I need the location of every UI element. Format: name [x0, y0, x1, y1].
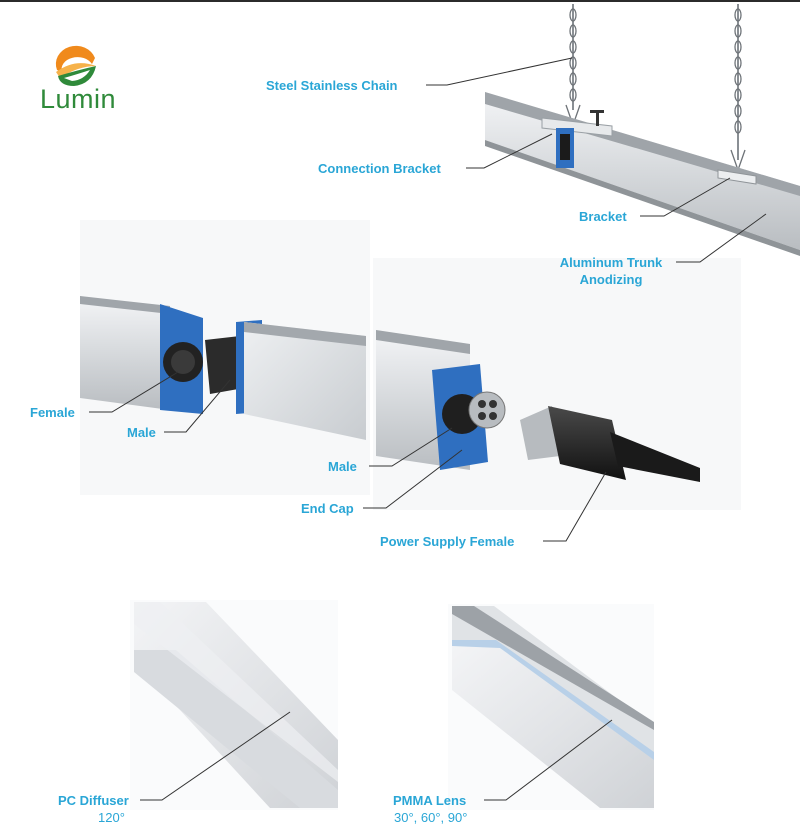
label-bracket: Bracket: [579, 209, 627, 224]
leader-lines: [89, 57, 767, 801]
label-aluminum-trunk: Aluminum Trunk: [559, 255, 663, 270]
label-pmma-angles: 30°, 60°, 90°: [394, 810, 468, 825]
male-female-connector-graphic: [80, 220, 370, 495]
label-steel-stainless-chain: Steel Stainless Chain: [266, 78, 398, 93]
label-connection-bracket: Connection Bracket: [318, 161, 441, 176]
label-end-cap: End Cap: [301, 501, 354, 516]
label-pc-angle: 120°: [98, 810, 125, 825]
label-female: Female: [30, 405, 75, 420]
brand-name: Lumin: [40, 84, 117, 114]
top-rule: [0, 0, 800, 2]
pc-diffuser-graphic: [130, 600, 338, 810]
label-male-left: Male: [127, 425, 156, 440]
power-supply-connector-graphic: [373, 258, 741, 510]
label-male-right: Male: [328, 459, 357, 474]
label-anodizing: Anodizing: [579, 272, 643, 287]
pmma-lens-graphic: [448, 604, 654, 810]
label-power-supply-female: Power Supply Female: [380, 534, 515, 549]
trunk-graphic: [485, 92, 800, 256]
label-pc-diffuser: PC Diffuser: [58, 793, 129, 808]
label-pmma-lens: PMMA Lens: [393, 793, 467, 808]
logo-mark: [55, 45, 96, 86]
